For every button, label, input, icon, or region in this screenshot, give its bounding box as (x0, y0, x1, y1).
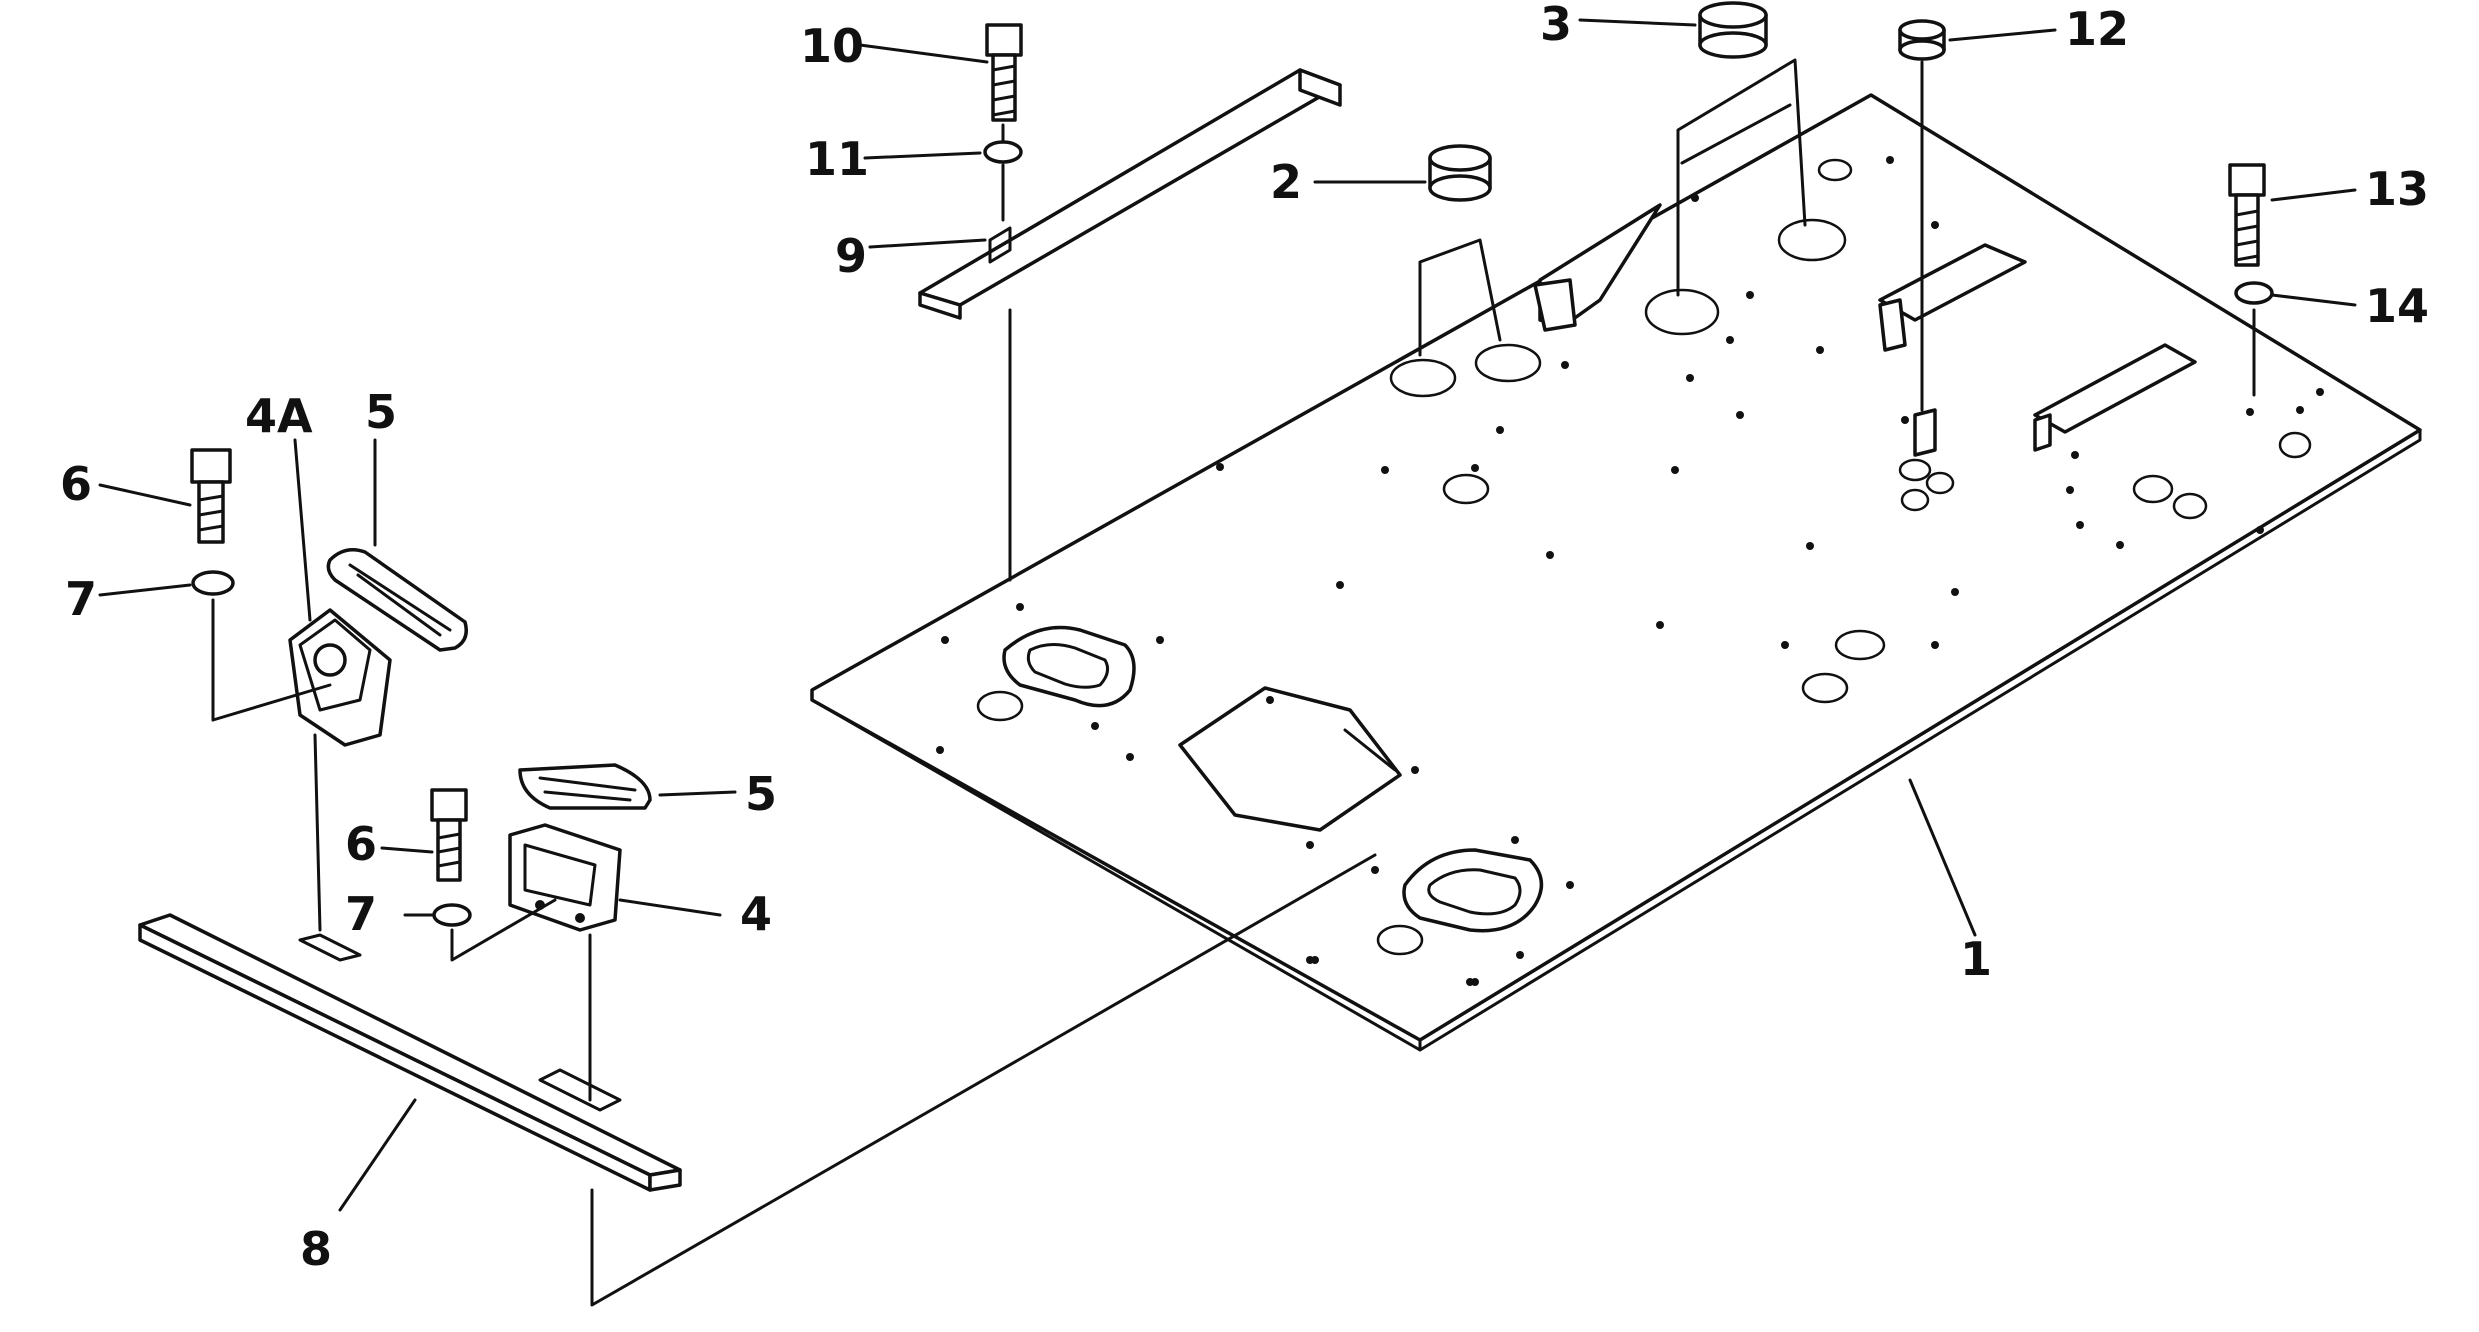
callout-5-upper: 5 (365, 385, 397, 439)
plate-hole (1834, 629, 1886, 661)
callout-2: 2 (1270, 155, 1302, 209)
callout-12: 12 (2065, 2, 2129, 56)
cap-part-2 (1428, 144, 1492, 202)
assembly-lines (211, 58, 2256, 1307)
bolt-part-10 (985, 23, 1023, 122)
cap-part-3 (1698, 1, 1768, 59)
washer-part-7-upper (191, 570, 235, 596)
plate-opening (1002, 625, 1136, 708)
plate-bracket (1878, 243, 2027, 352)
plate-opening (1178, 686, 1402, 832)
rail-part-9 (918, 68, 1342, 320)
washer-part-7-lower (432, 903, 472, 927)
callout-13: 13 (2365, 162, 2429, 216)
plate-hole (2132, 474, 2174, 504)
callout-6-upper: 6 (60, 457, 92, 511)
plate-bracket (1913, 408, 1937, 457)
rail-part-8 (138, 913, 682, 1192)
plate-hole (1898, 458, 1932, 482)
leader-lines (98, 18, 2357, 1212)
callout-7-upper: 7 (65, 572, 97, 626)
callout-10: 10 (800, 19, 864, 73)
callout-4a: 4A (245, 389, 313, 443)
callout-4: 4 (740, 887, 772, 941)
plate-bracket (2033, 343, 2197, 452)
plate-opening (1402, 848, 1544, 933)
bolt-part-6-upper (190, 448, 232, 544)
cap-part-12 (1898, 19, 1946, 61)
pedal-bracket-part-4 (508, 823, 622, 932)
callout-3: 3 (1540, 0, 1572, 51)
plate-hole (976, 690, 1024, 722)
floor-plate (810, 93, 2422, 1052)
plate-hole (1376, 924, 1424, 956)
plate-hole (2172, 492, 2208, 520)
callout-14: 14 (2365, 279, 2429, 333)
plate-hole (1900, 488, 1930, 512)
plate-hole (1644, 288, 1720, 336)
bolt-part-6-lower (430, 788, 468, 882)
plate-hole (1442, 473, 1490, 505)
washer-part-14 (2234, 281, 2274, 305)
plate-hole (1474, 343, 1542, 383)
plate-hole (2278, 431, 2312, 459)
bolt-part-13 (2228, 163, 2266, 267)
callout-7-lower: 7 (345, 887, 377, 941)
plate-hole (1389, 358, 1457, 398)
callouts: 1 2 3 4 4A 5 5 6 6 7 7 8 9 10 11 12 13 1… (60, 0, 2429, 1276)
callout-8: 8 (300, 1222, 332, 1276)
callout-9: 9 (835, 229, 867, 283)
callout-1: 1 (1960, 932, 1992, 986)
pad-part-5-lower (518, 763, 652, 810)
washer-part-11 (983, 140, 1023, 164)
plate-bolt-holes (936, 156, 2324, 986)
plate-hole (1777, 218, 1847, 262)
pad-part-5-upper (326, 548, 468, 652)
pedal-bracket-part-4a (288, 608, 392, 747)
plate-hole (1817, 158, 1853, 182)
callout-11: 11 (805, 132, 869, 186)
plate-bracket (1533, 203, 1662, 332)
callout-5-lower: 5 (745, 767, 777, 821)
plate-hole (1925, 471, 1955, 495)
plate-hole (1801, 672, 1849, 704)
callout-6-lower: 6 (345, 817, 377, 871)
